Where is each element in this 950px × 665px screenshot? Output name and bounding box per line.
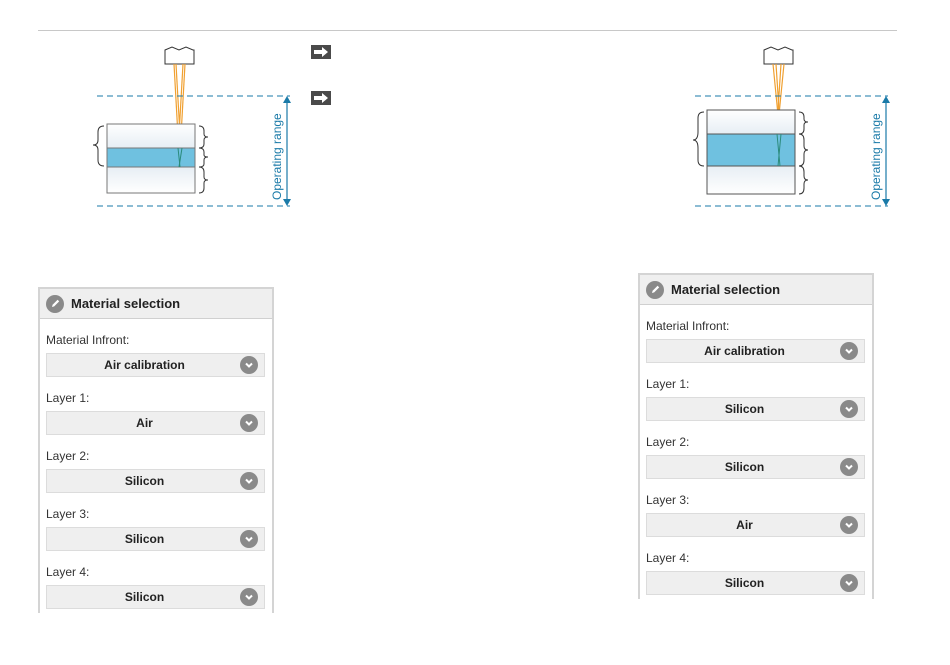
right-arrow-icon	[311, 91, 331, 105]
material-infront-select[interactable]: Air calibration	[46, 353, 265, 377]
pencil-icon	[46, 295, 64, 313]
layer-blue	[707, 134, 795, 166]
layer-1-label: Layer 1:	[646, 377, 872, 392]
material-selection-panel-left: Material selection Material Infront: Air…	[38, 287, 274, 613]
measurement-diagram-right: Operating range	[690, 40, 910, 215]
chevron-down-icon[interactable]	[840, 574, 858, 592]
select-value: Silicon	[725, 402, 764, 416]
chevron-down-icon[interactable]	[240, 472, 258, 490]
select-value: Air	[136, 416, 153, 430]
select-value: Air	[736, 518, 753, 532]
layer-bottom	[707, 166, 795, 194]
layer-1-select[interactable]: Air	[46, 411, 265, 435]
layer-2-select[interactable]: Silicon	[46, 469, 265, 493]
select-value: Silicon	[725, 460, 764, 474]
layer-2-label: Layer 2:	[46, 449, 272, 464]
sensor-head	[165, 47, 194, 64]
panel-title: Material selection	[671, 282, 780, 297]
select-value: Silicon	[725, 576, 764, 590]
material-infront-label: Material Infront:	[46, 333, 272, 348]
panel-header: Material selection	[40, 289, 272, 319]
brace-left	[93, 126, 104, 166]
layer-4-label: Layer 4:	[46, 565, 272, 580]
chevron-down-icon[interactable]	[240, 588, 258, 606]
layer-4-select[interactable]: Silicon	[46, 585, 265, 609]
chevron-down-icon[interactable]	[840, 400, 858, 418]
select-value: Silicon	[125, 532, 164, 546]
layer-2-label: Layer 2:	[646, 435, 872, 450]
chevron-down-icon[interactable]	[240, 356, 258, 374]
layer-top	[707, 110, 795, 134]
layer-3-label: Layer 3:	[46, 507, 272, 522]
brace-left	[693, 112, 704, 166]
operating-range-label: Operating range	[270, 113, 284, 200]
material-selection-panel-right: Material selection Material Infront: Air…	[638, 273, 874, 599]
chevron-down-icon[interactable]	[240, 530, 258, 548]
material-infront-select[interactable]: Air calibration	[646, 339, 865, 363]
layer-1-label: Layer 1:	[46, 391, 272, 406]
select-value: Air calibration	[104, 358, 185, 372]
operating-range-label: Operating range	[869, 113, 883, 200]
layer-2-select[interactable]: Silicon	[646, 455, 865, 479]
chevron-down-icon[interactable]	[240, 414, 258, 432]
right-arrow-icon	[311, 45, 331, 59]
select-value: Air calibration	[704, 344, 785, 358]
top-divider	[38, 30, 897, 31]
select-value: Silicon	[125, 590, 164, 604]
material-infront-label: Material Infront:	[646, 319, 872, 334]
pencil-icon	[646, 281, 664, 299]
layer-4-label: Layer 4:	[646, 551, 872, 566]
select-value: Silicon	[125, 474, 164, 488]
panel-title: Material selection	[71, 296, 180, 311]
layer-3-select[interactable]: Silicon	[46, 527, 265, 551]
layer-bottom	[107, 167, 195, 193]
measurement-diagram-left: Operating range	[90, 40, 310, 215]
chevron-down-icon[interactable]	[840, 342, 858, 360]
layer-3-select[interactable]: Air	[646, 513, 865, 537]
chevron-down-icon[interactable]	[840, 458, 858, 476]
sensor-head	[764, 47, 793, 64]
layer-4-select[interactable]: Silicon	[646, 571, 865, 595]
layer-1-select[interactable]: Silicon	[646, 397, 865, 421]
panel-header: Material selection	[640, 275, 872, 305]
layer-top	[107, 124, 195, 148]
chevron-down-icon[interactable]	[840, 516, 858, 534]
layer-3-label: Layer 3:	[646, 493, 872, 508]
